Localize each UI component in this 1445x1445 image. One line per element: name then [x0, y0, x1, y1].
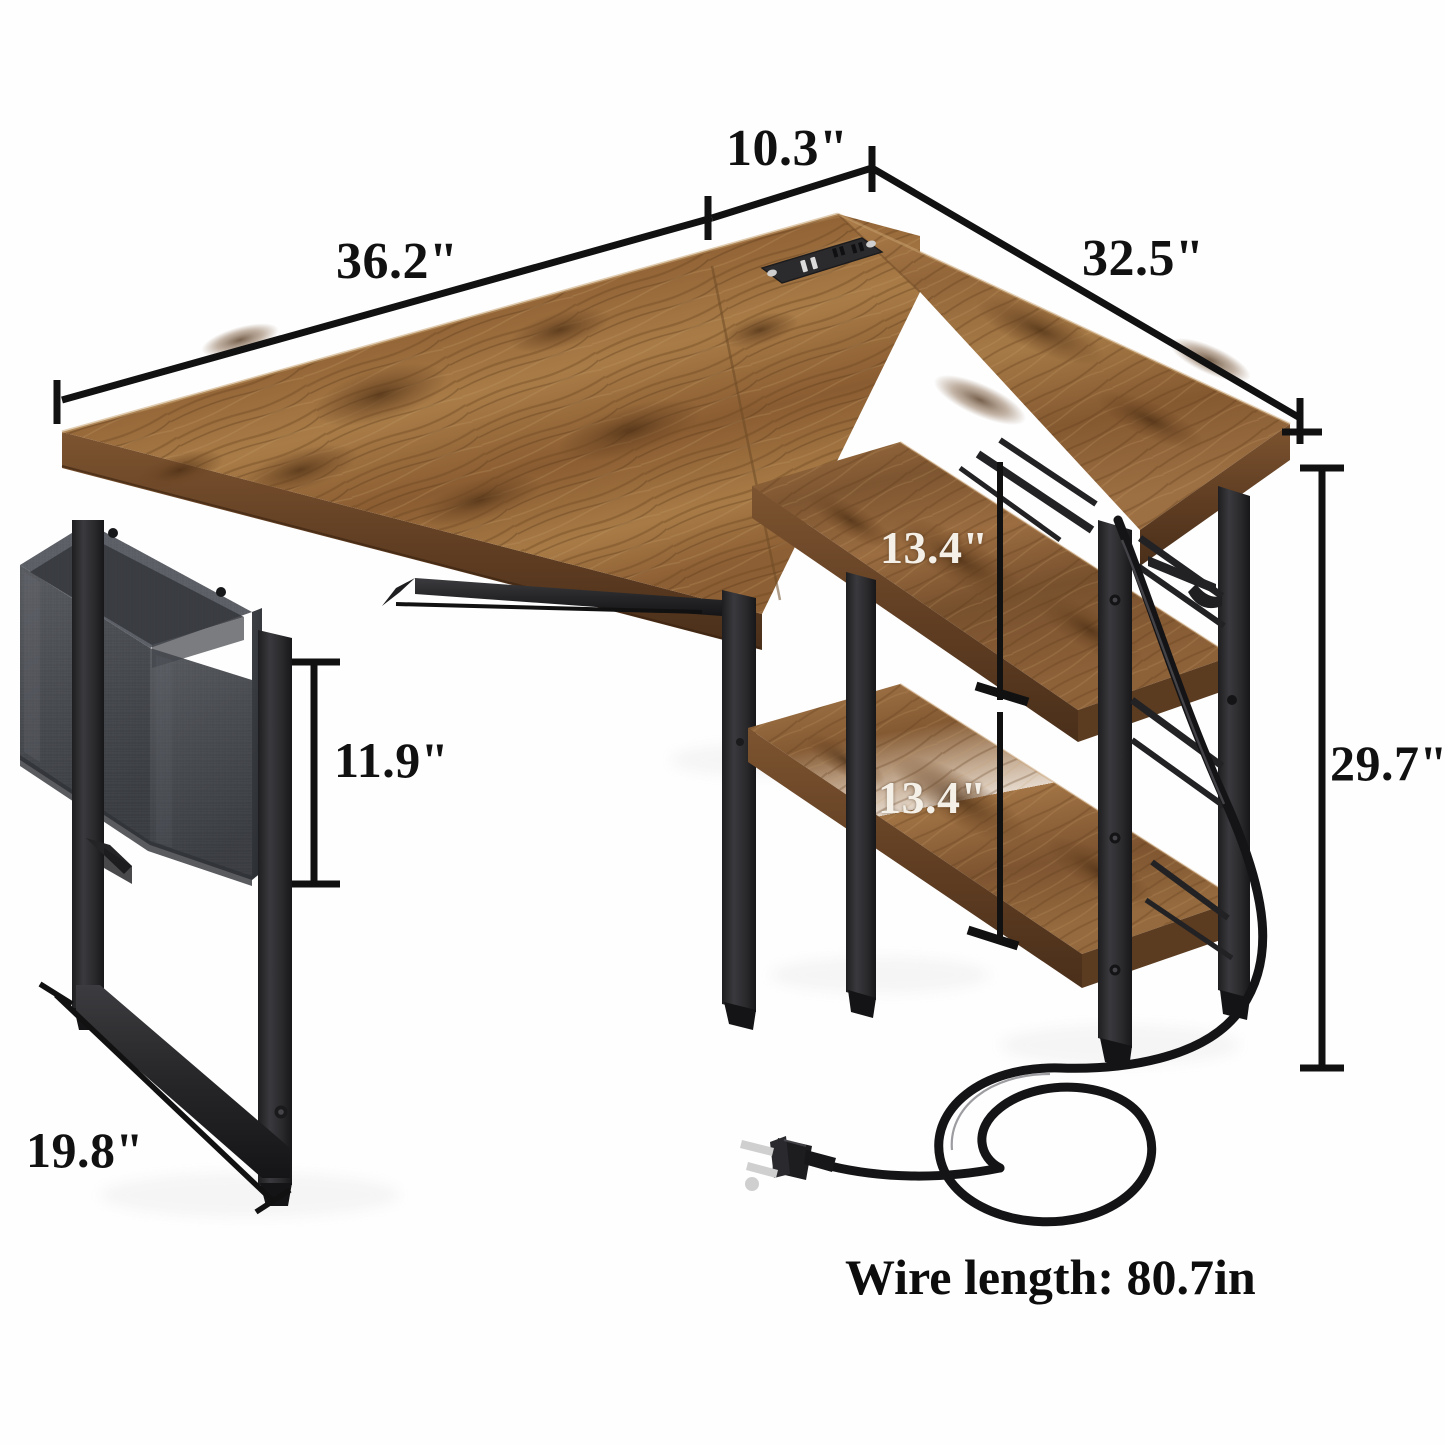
- leader-line-legroom: [395, 602, 703, 614]
- dimension-lines: [38, 146, 1344, 1215]
- dimension-label-corner-return: 10.3": [726, 120, 849, 177]
- dimension-label-shelf-upper: 13.4": [880, 522, 989, 573]
- dim-line-134-upper: [974, 462, 1030, 707]
- shelf-rear-right-post: [1098, 520, 1132, 1068]
- left-leg-frame: [72, 520, 292, 1206]
- wire-length-note: Wire length: 80.7in: [845, 1249, 1256, 1305]
- corner-leg: [382, 578, 756, 1030]
- headphone-hook: [1148, 556, 1222, 609]
- dimension-label-legroom-height: 11.9": [334, 732, 449, 788]
- dimension-label-shelf-lower: 13.4": [878, 772, 987, 823]
- power-plug-icon: [740, 1136, 836, 1191]
- power-outlet-strip[interactable]: [760, 237, 884, 284]
- dim-line-198: [38, 981, 292, 1215]
- dim-line-297: [1300, 464, 1344, 1072]
- shelf-front-left-post: [846, 572, 876, 1018]
- usb-ports-icon: [800, 256, 818, 273]
- dimension-label-base-depth: 19.8": [26, 1122, 144, 1178]
- dim-line-32: [870, 164, 1304, 444]
- dim-line-134-lower: [966, 712, 1020, 951]
- dim-line-36: [53, 196, 713, 424]
- dimension-label-total-height: 29.7": [1330, 735, 1445, 791]
- dimension-label-desk-depth-right: 32.5": [1082, 230, 1205, 287]
- shelf-outer-right-post: [1218, 486, 1250, 1020]
- side-storage-bag: [20, 523, 262, 886]
- ac-outlets-icon: [832, 241, 865, 258]
- dim-line-119: [292, 658, 340, 888]
- desk-top-right-wing: [837, 212, 1291, 566]
- dimension-label-desk-length: 36.2": [336, 233, 459, 290]
